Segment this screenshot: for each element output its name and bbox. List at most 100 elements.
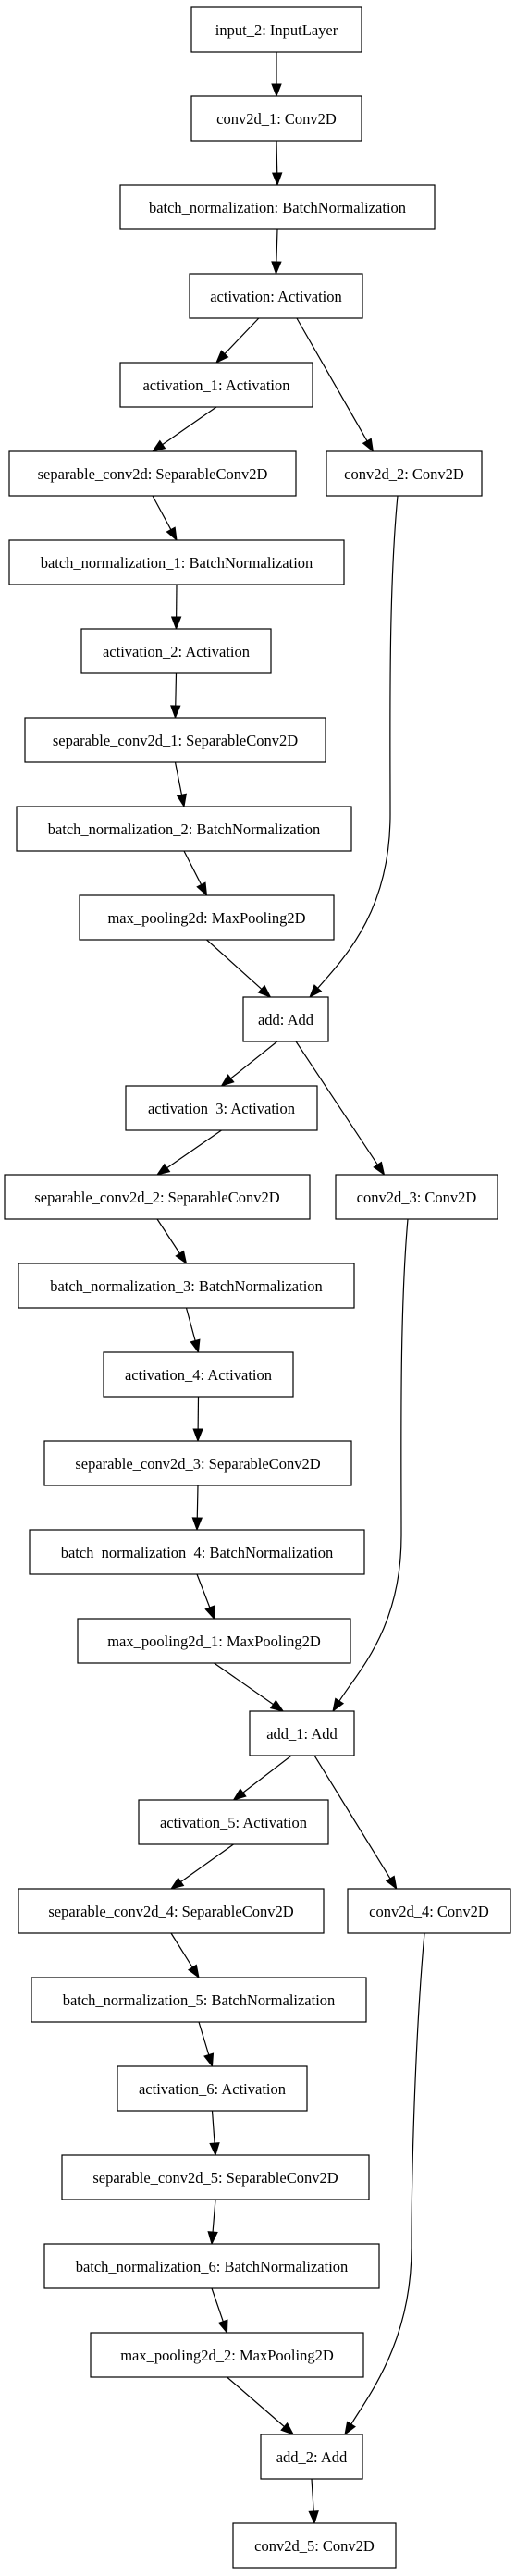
- edge-conv2d_4-to-add_2: [344, 1932, 425, 2436]
- layer-node-label: activation: Activation: [210, 288, 342, 305]
- edge-max_pooling2d_2-to-add_2: [227, 2376, 295, 2435]
- layer-node-label: conv2d_3: Conv2D: [357, 1189, 477, 1206]
- layer-node-label: separable_conv2d_4: SeparableConv2D: [48, 1903, 293, 1920]
- layer-node-conv2d-4: conv2d_4: Conv2D: [347, 1888, 511, 1934]
- layer-node-box: [43, 1440, 352, 1486]
- layer-node-separable-conv2d-2: separable_conv2d_2: SeparableConv2D: [4, 1174, 311, 1220]
- layer-node-label: batch_normalization_1: BatchNormalizatio…: [41, 554, 313, 572]
- edge-batch_normalization_2-to-max_pooling2d: [183, 850, 208, 897]
- edge-activation_4-to-separable_conv2d_3: [192, 1396, 203, 1443]
- layer-node-label: max_pooling2d_2: MaxPooling2D: [120, 2347, 334, 2364]
- layer-node-separable-conv2d-1: separable_conv2d_1: SeparableConv2D: [24, 717, 326, 763]
- layer-node-separable-conv2d-3: separable_conv2d_3: SeparableConv2D: [43, 1440, 352, 1486]
- layer-node-box: [335, 1174, 498, 1220]
- edge-add_2-to-conv2d_5: [308, 2478, 319, 2525]
- layer-node-label: separable_conv2d_1: SeparableConv2D: [53, 732, 298, 749]
- layer-node-batch-normalization-4: batch_normalization_4: BatchNormalizatio…: [29, 1529, 365, 1575]
- layer-node-box: [117, 2065, 308, 2112]
- layer-node-box: [347, 1888, 511, 1934]
- layer-node-box: [189, 273, 363, 319]
- layer-node-separable-conv2d-5: separable_conv2d_5: SeparableConv2D: [61, 2154, 370, 2200]
- layer-node-conv2d-5: conv2d_5: Conv2D: [232, 2522, 397, 2569]
- edge-add-to-activation_3: [220, 1041, 278, 1087]
- layer-node-box: [138, 1799, 329, 1845]
- layer-node-activation-4: activation_4: Activation: [103, 1351, 294, 1398]
- edge-add_1-to-activation_5: [232, 1755, 292, 1801]
- layer-node-box: [190, 6, 362, 53]
- layer-node-box: [260, 2434, 363, 2480]
- edge-activation_1-to-separable_conv2d: [151, 406, 217, 452]
- layer-node-add: add: Add: [242, 996, 329, 1042]
- layer-node-box: [24, 717, 326, 763]
- edge-batch_normalization-to-activation: [271, 228, 282, 276]
- layer-node-batch-normalization-2: batch_normalization_2: BatchNormalizatio…: [16, 806, 352, 852]
- layer-node-label: batch_normalization: BatchNormalization: [149, 199, 406, 216]
- layer-node-label: conv2d_2: Conv2D: [344, 465, 464, 483]
- layer-node-label: conv2d_1: Conv2D: [216, 110, 337, 128]
- layer-node-label: batch_normalization_5: BatchNormalizatio…: [63, 1991, 336, 2009]
- edge-activation-to-activation_1: [215, 317, 260, 364]
- edge-activation_6-to-separable_conv2d_5: [209, 2110, 220, 2157]
- layer-node-activation-5: activation_5: Activation: [138, 1799, 329, 1845]
- layer-node-box: [103, 1351, 294, 1398]
- layer-node-box: [90, 2332, 364, 2378]
- edge-batch_normalization_5-to-activation_6: [198, 2021, 215, 2068]
- layer-node-box: [119, 184, 436, 230]
- layer-node-activation-3: activation_3: Activation: [125, 1085, 318, 1131]
- layer-node-box: [249, 1710, 355, 1756]
- layer-node-batch-normalization-3: batch_normalization_3: BatchNormalizatio…: [18, 1263, 355, 1309]
- layer-node-box: [18, 1263, 355, 1309]
- layer-node-label: input_2: InputLayer: [215, 21, 338, 39]
- layer-node-add-1: add_1: Add: [249, 1710, 355, 1756]
- layer-node-box: [190, 95, 362, 142]
- edge-separable_conv2d-to-batch_normalization_1: [152, 495, 178, 542]
- layer-node-box: [326, 450, 483, 497]
- layer-node-label: activation_4: Activation: [125, 1366, 272, 1384]
- layer-node-batch-normalization-1: batch_normalization_1: BatchNormalizatio…: [8, 539, 345, 585]
- edge-activation_5-to-separable_conv2d_4: [169, 1843, 234, 1890]
- layer-node-box: [8, 450, 297, 497]
- layer-node-box: [18, 1888, 325, 1934]
- layer-node-box: [119, 362, 313, 408]
- layer-node-box: [77, 1618, 351, 1664]
- layer-node-label: separable_conv2d_3: SeparableConv2D: [75, 1455, 320, 1473]
- edge-separable_conv2d_2-to-batch_normalization_3: [156, 1218, 188, 1265]
- layer-node-box: [4, 1174, 311, 1220]
- edge-separable_conv2d_1-to-batch_normalization_2: [174, 761, 187, 808]
- layer-node-max-pooling2d-2: max_pooling2d_2: MaxPooling2D: [90, 2332, 364, 2378]
- edge-separable_conv2d_4-to-batch_normalization_5: [170, 1932, 200, 1979]
- layer-node-label: activation_3: Activation: [148, 1100, 295, 1117]
- layer-node-conv2d-1: conv2d_1: Conv2D: [190, 95, 362, 142]
- edge-batch_normalization_1-to-activation_2: [170, 584, 182, 631]
- layer-node-batch-normalization: batch_normalization: BatchNormalization: [119, 184, 436, 230]
- edge-activation-to-conv2d_2: [296, 317, 375, 453]
- edge-activation_3-to-separable_conv2d_2: [155, 1129, 222, 1176]
- edge-batch_normalization_4-to-max_pooling2d_1: [196, 1573, 215, 1621]
- layer-node-box: [232, 2522, 397, 2569]
- layer-node-conv2d-3: conv2d_3: Conv2D: [335, 1174, 498, 1220]
- edge-input_2-to-conv2d_1: [271, 52, 282, 98]
- layer-node-label: batch_normalization_6: BatchNormalizatio…: [76, 2258, 349, 2275]
- layer-node-label: activation_2: Activation: [103, 643, 250, 660]
- layer-node-label: batch_normalization_4: BatchNormalizatio…: [61, 1544, 334, 1561]
- layer-node-label: add: Add: [258, 1011, 314, 1029]
- edge-activation_2-to-separable_conv2d_1: [170, 672, 181, 720]
- edge-conv2d_2-to-add: [309, 495, 399, 999]
- layer-node-activation: activation: Activation: [189, 273, 363, 319]
- layer-node-add-2: add_2: Add: [260, 2434, 363, 2480]
- edge-max_pooling2d-to-add: [206, 939, 272, 998]
- layer-node-box: [61, 2154, 370, 2200]
- edges-layer: [151, 52, 425, 2525]
- layer-node-label: conv2d_5: Conv2D: [254, 2537, 375, 2555]
- edge-conv2d_1-to-batch_normalization: [271, 140, 283, 187]
- layer-node-input-2: input_2: InputLayer: [190, 6, 362, 53]
- layer-node-conv2d-2: conv2d_2: Conv2D: [326, 450, 483, 497]
- layer-node-box: [43, 2243, 380, 2289]
- edge-conv2d_3-to-add_1: [332, 1218, 409, 1713]
- layer-node-label: batch_normalization_3: BatchNormalizatio…: [50, 1277, 323, 1295]
- layer-node-box: [80, 628, 272, 674]
- edge-batch_normalization_3-to-activation_4: [185, 1307, 201, 1354]
- layer-node-activation-6: activation_6: Activation: [117, 2065, 308, 2112]
- layer-node-label: add_2: Add: [276, 2448, 348, 2466]
- layer-node-box: [29, 1529, 365, 1575]
